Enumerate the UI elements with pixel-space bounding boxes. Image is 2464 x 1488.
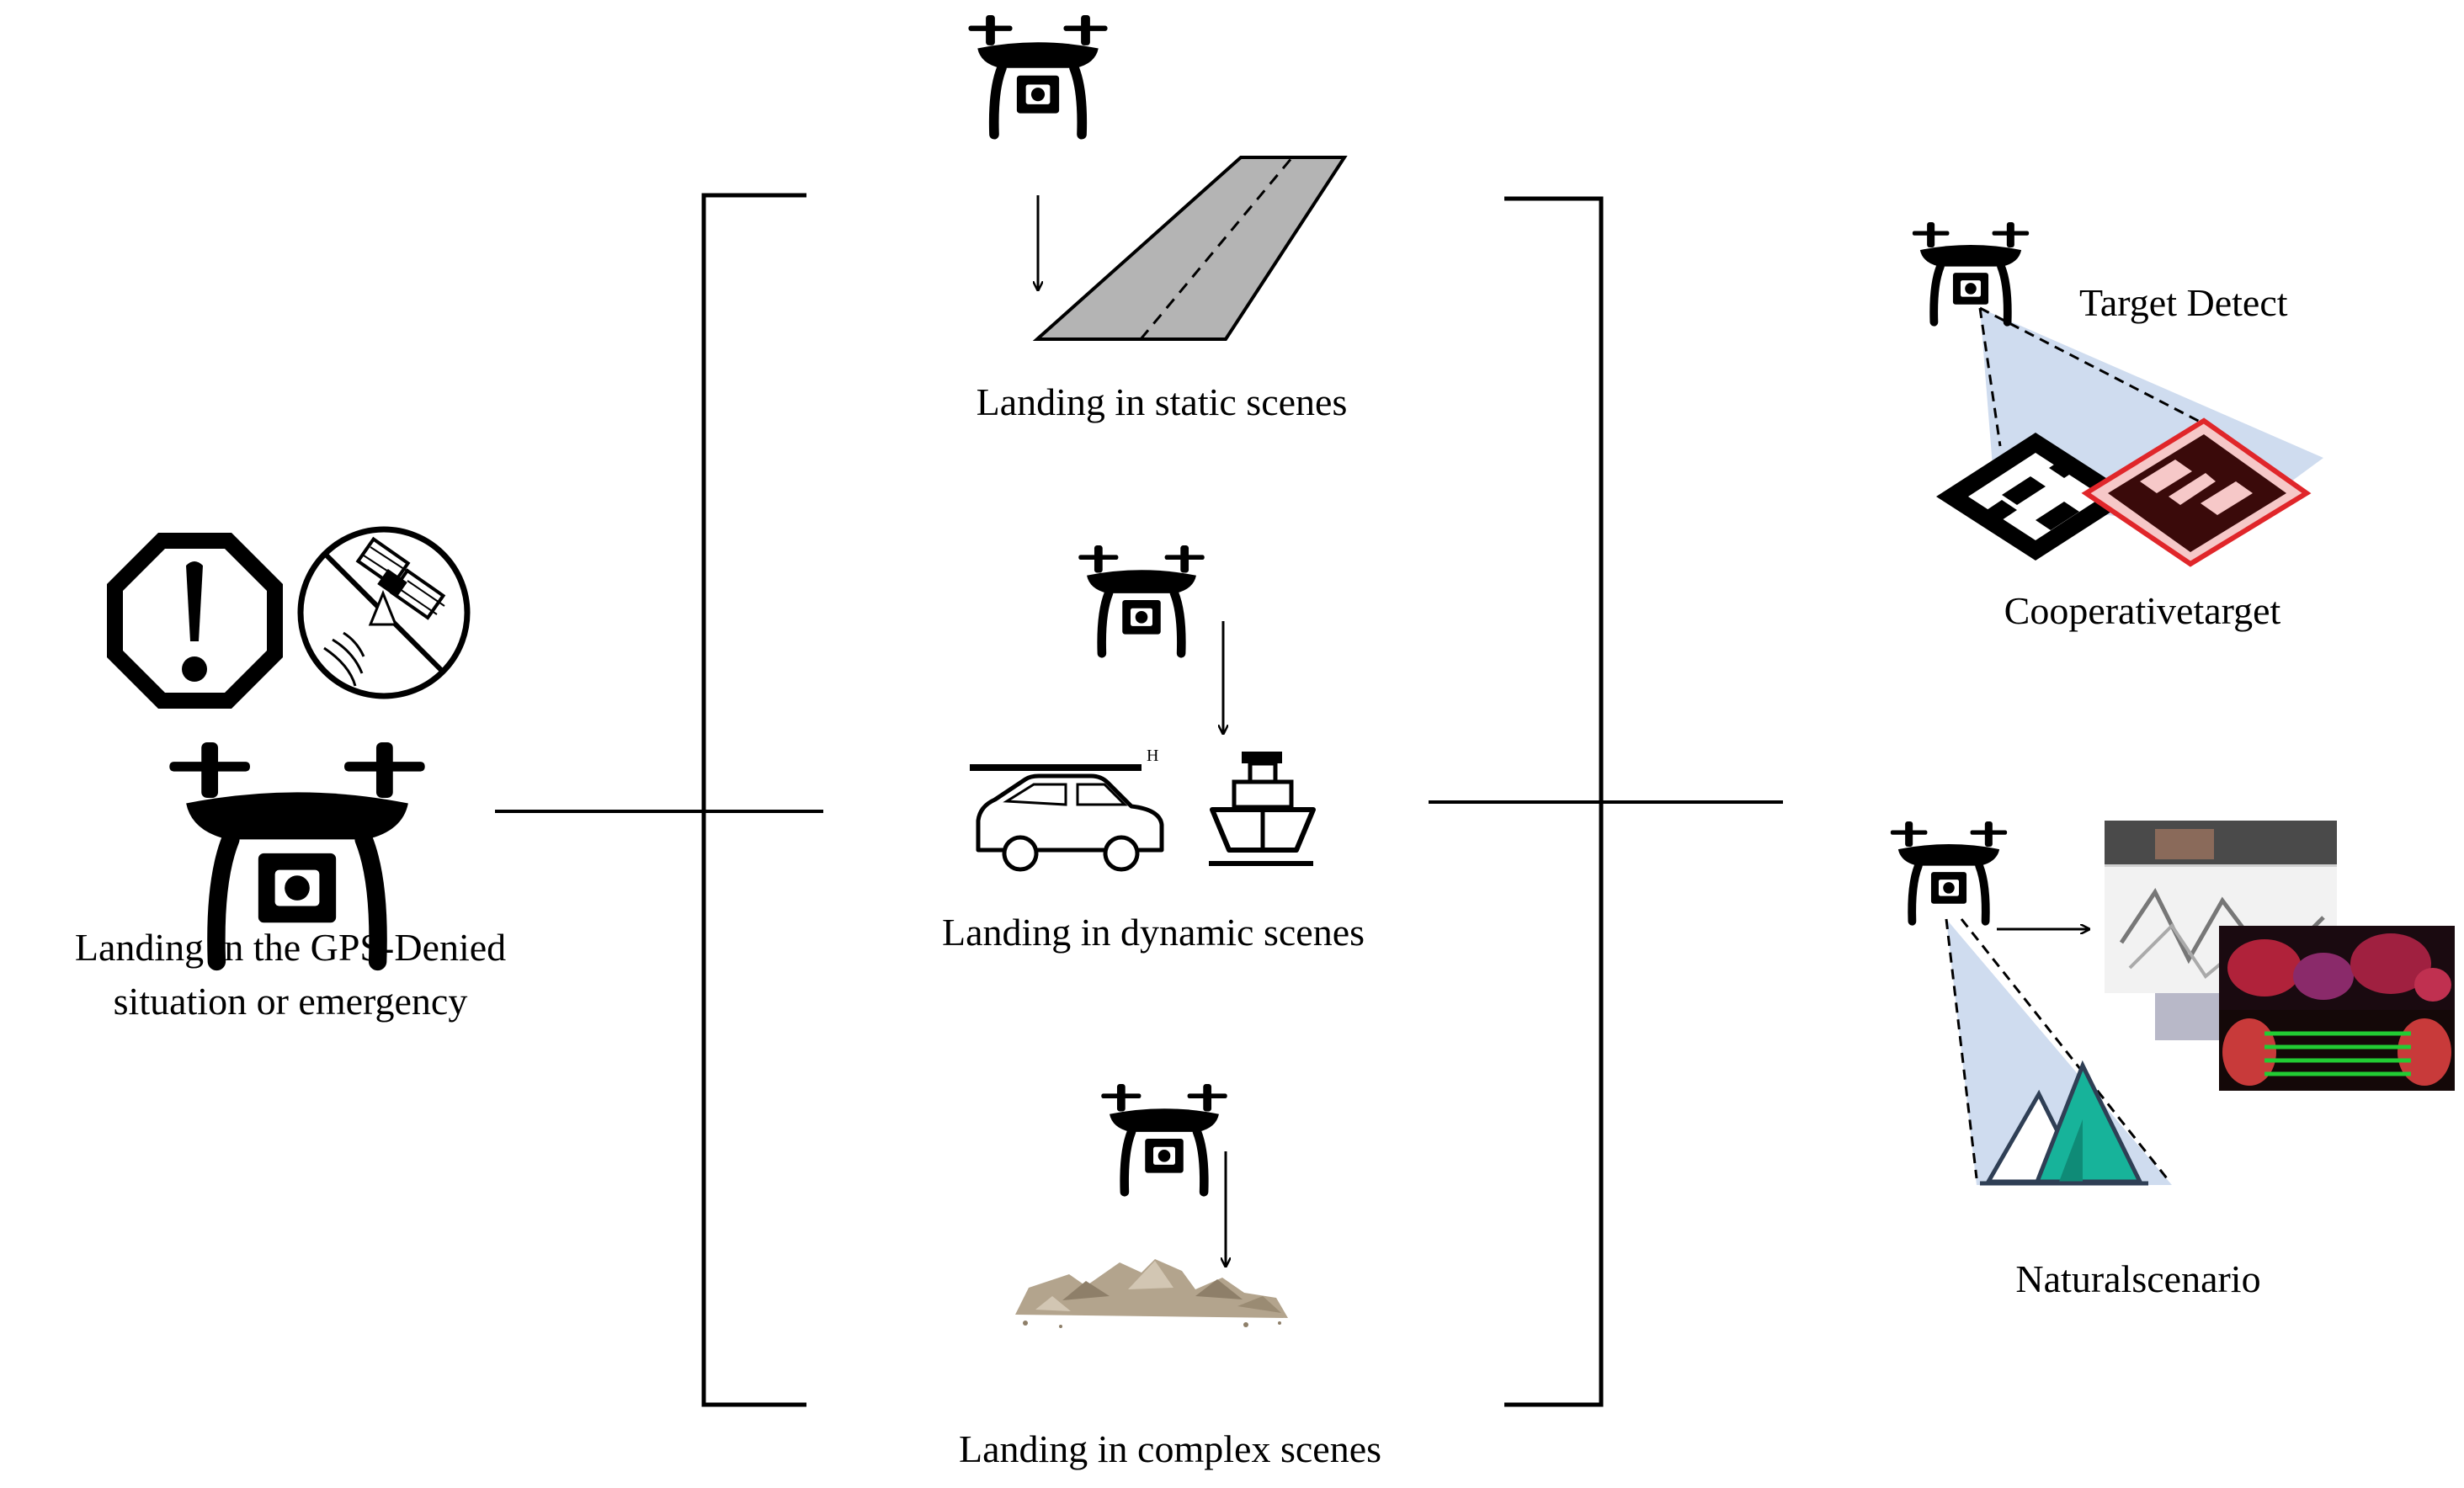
runway-icon [1032, 156, 1348, 341]
warning-icon [107, 533, 283, 709]
fov-edge [1945, 918, 1978, 1179]
rubble-icon [1015, 1259, 1288, 1328]
car-marker-h: H [1147, 747, 1158, 765]
aruco-marker-icon [1936, 433, 2135, 561]
drone-icon [1101, 1084, 1227, 1192]
label-complex-scenes: Landing in complex scenes [958, 1427, 1382, 1470]
h-pad-icon [2081, 417, 2312, 567]
drone-icon [1913, 222, 2029, 322]
label-static-scenes: Landing in static scenes [976, 380, 1348, 423]
car-icon [970, 764, 1164, 872]
drone-icon [1078, 545, 1204, 653]
mountain-icon [1980, 1060, 2148, 1186]
fov-edge [1960, 918, 2169, 1179]
right-bracket [1504, 196, 1604, 1407]
left-bracket [701, 193, 806, 1407]
image-stack-icon [2105, 821, 2455, 1091]
no-satellite-icon [297, 526, 471, 699]
fov-edge [1978, 307, 2002, 447]
label-gps-denied-line1: Landing in the GPS-Denied [74, 926, 507, 969]
label-dynamic-scenes: Landing in dynamic scenes [941, 911, 1365, 954]
ship-icon [1209, 752, 1316, 866]
label-cooperative-target: Cooperativetarget [2004, 589, 2281, 632]
label-gps-denied-line2: situation or emergency [113, 980, 468, 1023]
fov-cone-bottom [1946, 919, 2172, 1185]
fov-edge [1979, 306, 2232, 439]
label-natural-scenario: Naturalscenario [2015, 1257, 2261, 1300]
drone-icon [968, 15, 1107, 135]
drone-icon [1891, 821, 2007, 922]
label-target-detect: Target Detect [2079, 281, 2288, 324]
